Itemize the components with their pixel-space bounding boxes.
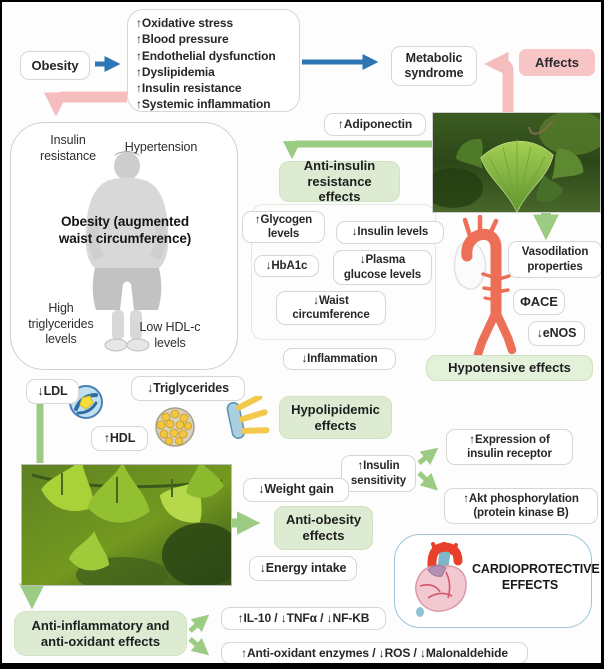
risk-item: ↑Endothelial dysfunction — [136, 48, 276, 63]
insulin-receptor-box: ↑Expression of insulin receptor — [446, 429, 573, 465]
risk-factors-list: ↑Oxidative stress ↑Blood pressure ↑Endot… — [136, 15, 293, 113]
anti-insulin-effects-box: Anti-insulin resistance effects — [279, 158, 400, 204]
arrow-risks-to-obesity-panel — [43, 91, 127, 117]
waist-circumference-box: ↓Waist circumference — [276, 291, 386, 325]
arrow-ginkgo-to-lipids — [36, 387, 56, 463]
anti-obesity-effects-box: Anti-obesity effects — [274, 506, 373, 550]
insulin-levels-box: ↓Insulin levels — [336, 221, 444, 244]
antioxidant-enzymes-box: ↑Anti-oxidant enzymes / ↓ROS / ↓Malonald… — [221, 642, 528, 663]
triglycerides-box: ↓Triglycerides — [131, 376, 245, 401]
risk-item: ↑Systemic inflammation — [136, 97, 271, 112]
weight-gain-box: ↓Weight gain — [243, 478, 349, 502]
arrow-ginkgo-to-anti-insulin — [282, 140, 432, 160]
ginkgo-leaf-photo — [432, 112, 601, 213]
risk-item: ↑Blood pressure — [136, 32, 229, 47]
adiponectin-box: ↑Adiponectin — [324, 113, 426, 136]
vasodilation-box: Vasodilation properties — [508, 241, 601, 278]
risk-item: ↑Oxidative stress — [136, 16, 234, 30]
risk-item: ↑Insulin resistance — [136, 81, 242, 96]
cytokines-box: ↑IL-10 / ↓TNFα / ↓NF-KB — [221, 607, 386, 630]
hdl-box: ↑HDL — [91, 426, 148, 451]
hypertension-label: Hypertension — [124, 140, 198, 154]
aorta-illustration — [453, 214, 517, 359]
affects-box: Affects — [519, 49, 595, 76]
akt-phosphorylation-box: ↑Akt phosphorylation (protein kinase B) — [444, 488, 598, 524]
arrow-sensitivity-to-akt — [417, 471, 438, 491]
arrow-antiinflam-to-enzymes — [188, 637, 210, 656]
arrow-ginkgo-to-metabolic-syndrome — [484, 51, 514, 114]
risk-factors-box: ↑Oxidative stress ↑Blood pressure ↑Endot… — [127, 9, 300, 112]
enos-box: ↓eNOS — [528, 321, 585, 346]
inflammation-box: ↓Inflammation — [283, 348, 396, 370]
obese-man-figure — [85, 151, 169, 352]
arrow-antiinflam-to-cytokines — [188, 614, 210, 633]
low-hdl-label: Low HDL-c levels — [139, 320, 201, 350]
obesity-box: Obesity — [20, 51, 90, 80]
hdl-particle-icon — [155, 407, 195, 447]
glycogen-box: ↑Glycogen levels — [242, 211, 325, 243]
risk-item: ↑Dyslipidemia — [136, 64, 215, 79]
triglyceride-molecule-icon — [226, 396, 270, 439]
insulin-resistance-label: Insulin resistance — [40, 133, 96, 163]
ginkgo-leaves-photo — [21, 464, 232, 586]
metabolic-syndrome-box: Metabolic syndrome — [391, 46, 477, 86]
cardioprotective-title: CARDIOPROTECTIVE EFFECTS — [472, 562, 600, 592]
arrow-sensitivity-to-expression — [417, 447, 439, 465]
insulin-sensitivity-box: ↑Insulin sensitivity — [341, 455, 416, 492]
high-triglycerides-label: High triglycerides levels — [28, 301, 94, 347]
hypolipidemic-effects-box: Hypolipidemic effects — [279, 396, 392, 439]
ldl-box: ↓LDL — [26, 379, 79, 404]
obesity-caption: Obesity (augmented waist circumference) — [58, 214, 192, 246]
hba1c-box: ↓HbA1c — [254, 255, 319, 277]
heart-illustration — [415, 542, 467, 617]
anti-insulin-cluster-outline — [251, 204, 436, 340]
plasma-glucose-box: ↓Plasma glucose levels — [333, 250, 432, 285]
anti-inflammatory-effects-box: Anti-inflammatory and anti-oxidant effec… — [14, 611, 187, 656]
ace-box: ΦACE — [513, 289, 565, 315]
energy-intake-box: ↓Energy intake — [249, 556, 357, 581]
hypotensive-effects-box: Hypotensive effects — [426, 355, 593, 381]
